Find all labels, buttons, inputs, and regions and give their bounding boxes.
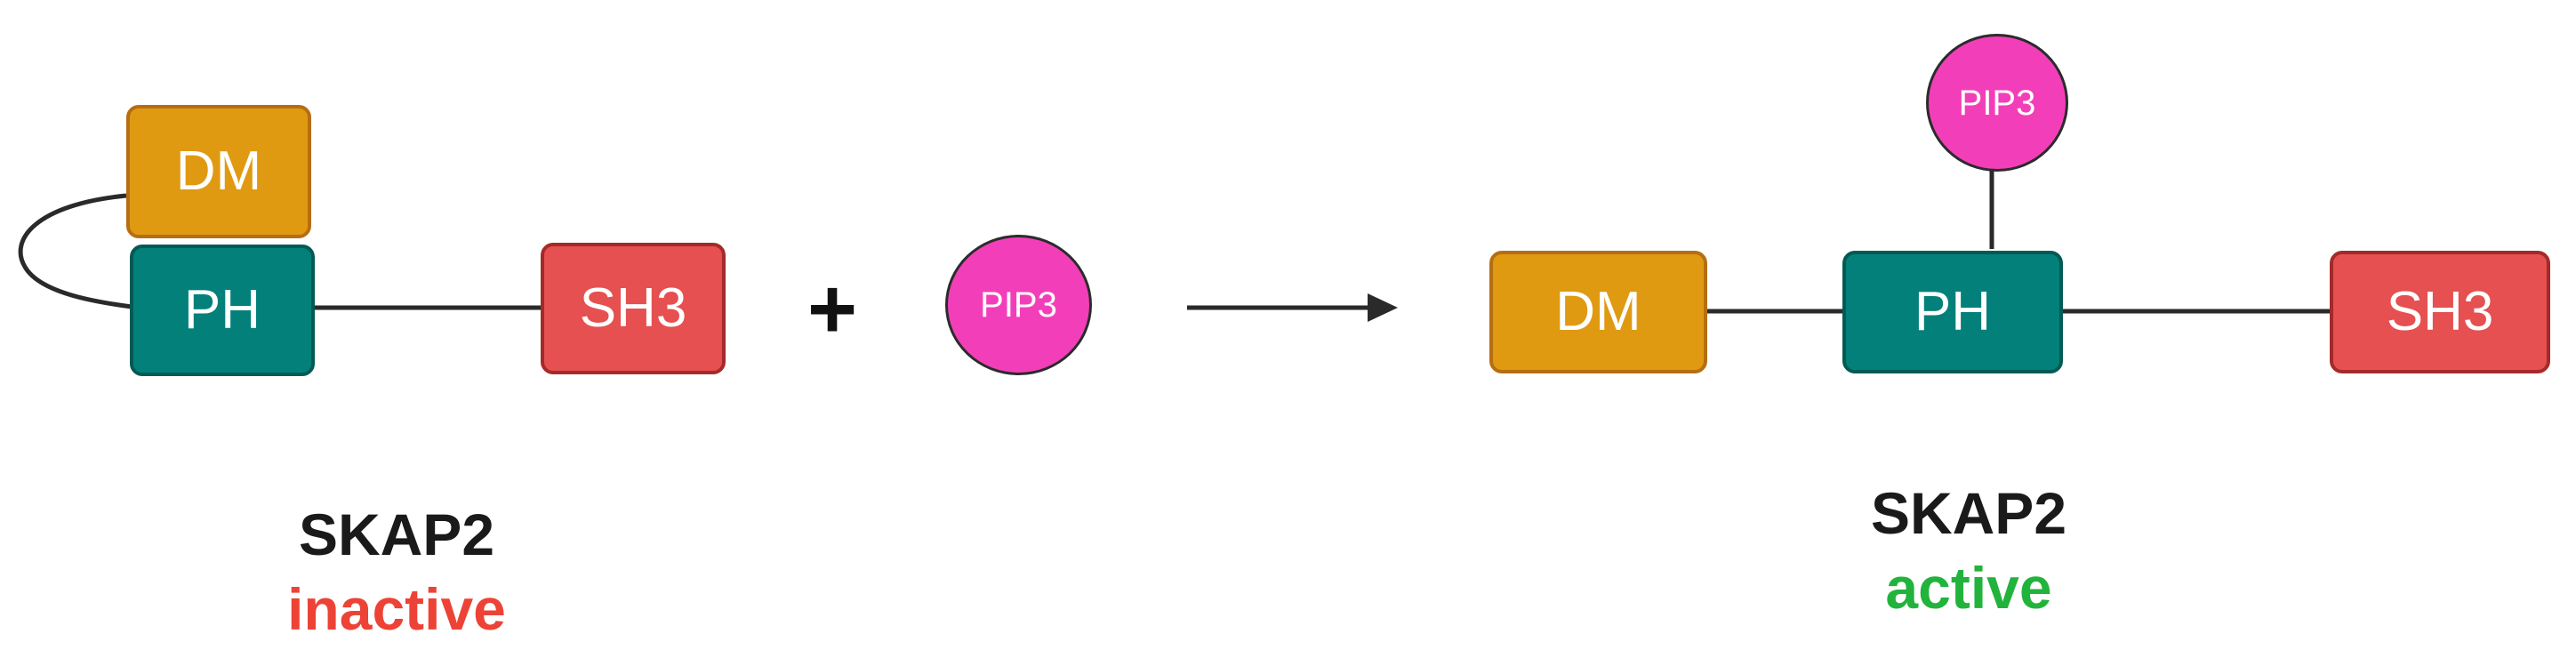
active-ph-domain: PH xyxy=(1842,251,2063,373)
inactive-sh3-label: SH3 xyxy=(579,277,687,339)
inactive-state-label: inactive xyxy=(287,576,506,642)
plus-operator: + xyxy=(807,261,858,357)
inactive-ph-domain: PH xyxy=(130,245,315,376)
active-dm-domain: DM xyxy=(1489,251,1707,373)
inactive-ph-label: PH xyxy=(183,279,261,341)
inactive-dm-ph-loop xyxy=(18,193,132,309)
reaction-arrowhead xyxy=(1368,293,1398,322)
free-pip3-label: PIP3 xyxy=(980,285,1057,325)
active-ph-label: PH xyxy=(1914,281,1992,342)
free-pip3-ligand: PIP3 xyxy=(945,235,1092,375)
inactive-protein-name: SKAP2 xyxy=(298,502,495,567)
inactive-dm-label: DM xyxy=(175,140,262,202)
active-sh3-label: SH3 xyxy=(2386,281,2494,342)
active-state-label: active xyxy=(1885,555,2052,621)
inactive-dm-domain: DM xyxy=(126,105,311,238)
inactive-sh3-domain: SH3 xyxy=(541,243,726,374)
bound-pip3-ligand: PIP3 xyxy=(1926,34,2068,172)
active-protein-name: SKAP2 xyxy=(1870,480,2067,546)
bound-pip3-label: PIP3 xyxy=(1958,83,2036,123)
active-sh3-domain: SH3 xyxy=(2330,251,2550,373)
active-dm-label: DM xyxy=(1555,281,1641,342)
